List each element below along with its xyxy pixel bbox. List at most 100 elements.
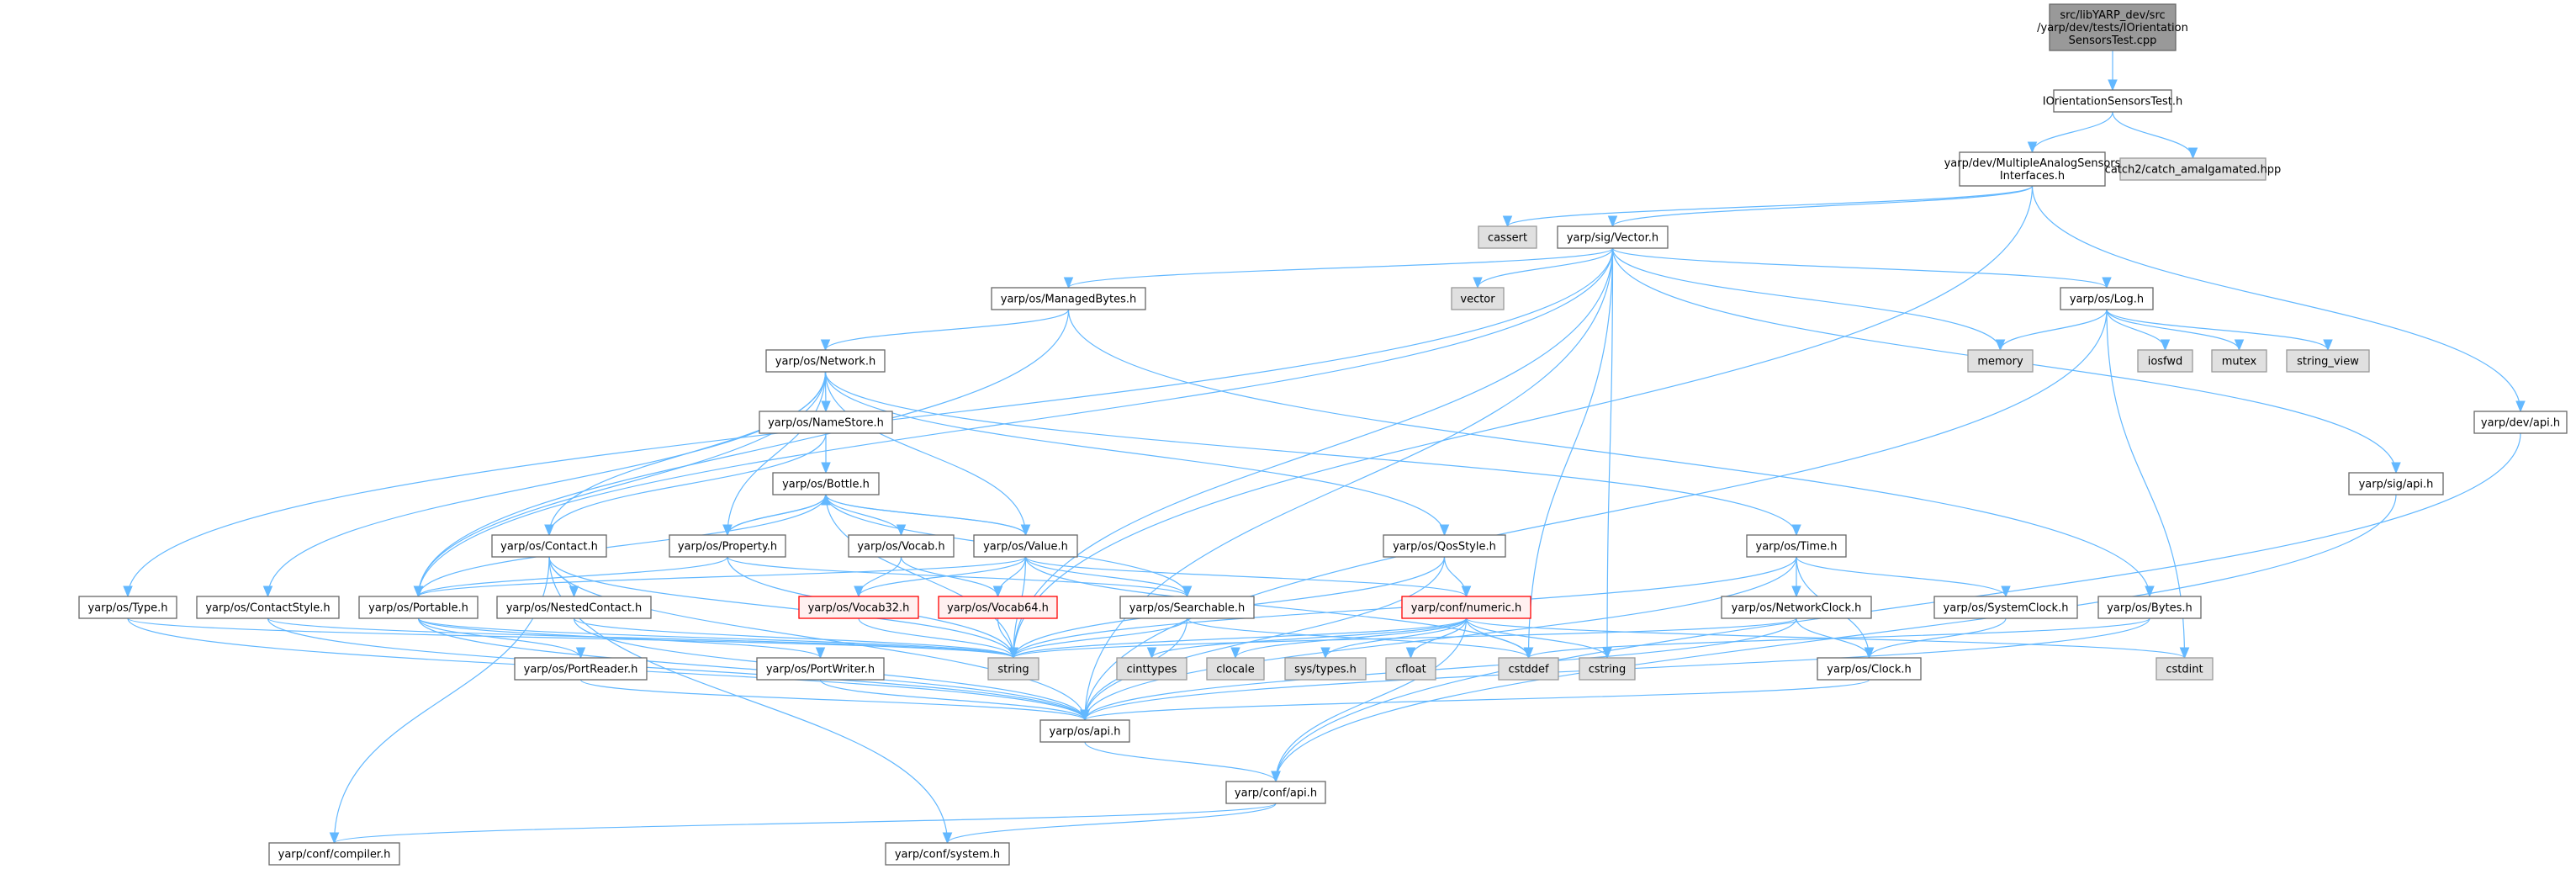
node-system[interactable]: yarp/conf/system.h bbox=[885, 842, 1010, 866]
node-sigapi[interactable]: yarp/sig/api.h bbox=[2348, 472, 2444, 495]
edge-sysclock-to-clock bbox=[1868, 617, 2007, 659]
node-cfloat[interactable]: cfloat bbox=[1385, 657, 1436, 681]
node-label: cstring bbox=[1589, 664, 1626, 676]
node-memory[interactable]: memory bbox=[1967, 349, 2034, 373]
node-qos[interactable]: yarp/os/QosStyle.h bbox=[1383, 534, 1506, 558]
node-label: cinttypes bbox=[1127, 664, 1177, 676]
edge-network-to-time bbox=[824, 371, 1797, 536]
node-sysclock[interactable]: yarp/os/SystemClock.h bbox=[1933, 596, 2078, 619]
node-label: yarp/os/Searchable.h bbox=[1129, 602, 1246, 615]
node-vector[interactable]: vector bbox=[1451, 287, 1505, 310]
arrowhead-icon bbox=[329, 832, 340, 845]
node-label: yarp/os/PortWriter.h bbox=[766, 664, 875, 676]
node-vocab32[interactable]: yarp/os/Vocab32.h bbox=[798, 596, 919, 619]
node-box bbox=[2053, 89, 2172, 113]
node-label: yarp/conf/system.h bbox=[895, 849, 1000, 861]
edge-managed-to-network bbox=[824, 309, 1070, 351]
node-type[interactable]: yarp/os/Type.h bbox=[78, 596, 177, 619]
node-box bbox=[196, 596, 340, 619]
node-vectorh[interactable]: yarp/sig/Vector.h bbox=[1557, 225, 1669, 249]
edge-portable-to-portreader bbox=[417, 617, 582, 659]
node-string[interactable]: string bbox=[987, 657, 1039, 681]
node-box bbox=[938, 596, 1058, 619]
node-box bbox=[1451, 287, 1505, 310]
node-label: yarp/os/Clock.h bbox=[1827, 664, 1911, 676]
edge-portable-to-osapi bbox=[417, 617, 1086, 721]
arrowhead-icon bbox=[2391, 462, 2401, 474]
node-mutex[interactable]: mutex bbox=[2211, 349, 2267, 373]
node-iost[interactable]: IOrientationSensorsTest.h bbox=[2043, 89, 2183, 113]
node-property[interactable]: yarp/os/Property.h bbox=[669, 534, 786, 558]
edge-property-to-bottle bbox=[727, 494, 827, 536]
node-portwriter[interactable]: yarp/os/PortWriter.h bbox=[756, 657, 885, 681]
arrowhead-icon bbox=[575, 647, 586, 660]
node-masi[interactable]: yarp/dev/MultipleAnalogSensorsInterfaces… bbox=[1944, 151, 2121, 187]
node-cstdint[interactable]: cstdint bbox=[2155, 657, 2214, 681]
node-devapi[interactable]: yarp/dev/api.h bbox=[2473, 411, 2568, 434]
node-box bbox=[2348, 472, 2444, 495]
node-string_view[interactable]: string_view bbox=[2286, 349, 2370, 373]
edge-numeric-to-string bbox=[1013, 617, 1468, 659]
node-confapi[interactable]: yarp/conf/api.h bbox=[1225, 781, 1326, 804]
node-vocab64[interactable]: yarp/os/Vocab64.h bbox=[938, 596, 1058, 619]
node-box bbox=[2060, 287, 2154, 310]
node-contactstyle[interactable]: yarp/os/ContactStyle.h bbox=[196, 596, 340, 619]
node-label: yarp/os/Time.h bbox=[1756, 541, 1838, 554]
edge-log-to-cstdint bbox=[2106, 309, 2186, 659]
node-cstddef[interactable]: cstddef bbox=[1498, 657, 1559, 681]
arrowhead-icon bbox=[1791, 524, 1801, 537]
arrowhead-icon bbox=[1080, 709, 1090, 722]
node-cstring[interactable]: cstring bbox=[1579, 657, 1636, 681]
node-box bbox=[1383, 534, 1506, 558]
edge-portable-to-string bbox=[417, 617, 1014, 659]
arrowhead-icon bbox=[2187, 147, 2198, 160]
node-numeric[interactable]: yarp/conf/numeric.h bbox=[1401, 596, 1531, 619]
node-clocale[interactable]: clocale bbox=[1206, 657, 1265, 681]
arrowhead-icon bbox=[1063, 277, 1074, 289]
node-portreader[interactable]: yarp/os/PortReader.h bbox=[514, 657, 648, 681]
node-clock[interactable]: yarp/os/Clock.h bbox=[1817, 657, 1922, 681]
edge-contactstyle-to-osapi bbox=[267, 617, 1086, 721]
node-box bbox=[1478, 225, 1537, 249]
node-root[interactable]: src/libYARP_dev/src/yarp/dev/tests/IOrie… bbox=[2037, 3, 2188, 51]
node-label: yarp/os/Bottle.h bbox=[782, 479, 870, 491]
arrowhead-icon bbox=[2515, 400, 2526, 413]
edge-netclock-to-osapi bbox=[1084, 617, 1797, 721]
node-searchable[interactable]: yarp/os/Searchable.h bbox=[1119, 596, 1255, 619]
node-netclock[interactable]: yarp/os/NetworkClock.h bbox=[1721, 596, 1872, 619]
arrowhead-icon bbox=[1008, 647, 1018, 660]
node-compiler[interactable]: yarp/conf/compiler.h bbox=[268, 842, 400, 866]
node-bottle[interactable]: yarp/os/Bottle.h bbox=[772, 472, 880, 495]
node-nested[interactable]: yarp/os/NestedContact.h bbox=[496, 596, 652, 619]
node-catch2[interactable]: catch2/catch_amalgamated.hpp bbox=[2105, 157, 2282, 181]
node-iosfwd[interactable]: iosfwd bbox=[2137, 349, 2193, 373]
node-cassert[interactable]: cassert bbox=[1478, 225, 1537, 249]
arrowhead-icon bbox=[1320, 647, 1330, 660]
node-namestore[interactable]: yarp/os/NameStore.h bbox=[759, 411, 893, 434]
node-network[interactable]: yarp/os/Network.h bbox=[765, 349, 886, 373]
node-box bbox=[2286, 349, 2370, 373]
node-vocab[interactable]: yarp/os/Vocab.h bbox=[848, 534, 955, 558]
node-bytes[interactable]: yarp/os/Bytes.h bbox=[2097, 596, 2202, 619]
node-log[interactable]: yarp/os/Log.h bbox=[2060, 287, 2154, 310]
node-value[interactable]: yarp/os/Value.h bbox=[973, 534, 1078, 558]
arrowhead-icon bbox=[1523, 647, 1534, 660]
node-managed[interactable]: yarp/os/ManagedBytes.h bbox=[991, 287, 1146, 310]
node-contact[interactable]: yarp/os/Contact.h bbox=[491, 534, 607, 558]
node-cinttypes[interactable]: cinttypes bbox=[1116, 657, 1187, 681]
node-box bbox=[848, 534, 955, 558]
node-label: yarp/os/Vocab32.h bbox=[808, 602, 910, 615]
edge-masi-to-vectorh bbox=[1611, 185, 2034, 227]
node-osapi[interactable]: yarp/os/api.h bbox=[1039, 719, 1130, 743]
node-label: yarp/sig/Vector.h bbox=[1567, 232, 1658, 245]
edge-vectorh-to-memory bbox=[1611, 247, 2002, 351]
node-box bbox=[1116, 657, 1187, 681]
edge-clock-to-osapi bbox=[1084, 679, 1870, 721]
node-box bbox=[1206, 657, 1265, 681]
node-portable[interactable]: yarp/os/Portable.h bbox=[358, 596, 479, 619]
node-label: IOrientationSensorsTest.h bbox=[2043, 96, 2183, 109]
edge-time-to-sysclock bbox=[1796, 556, 2007, 597]
edge-masi-to-devapi bbox=[2031, 185, 2521, 412]
node-systypes[interactable]: sys/types.h bbox=[1284, 657, 1367, 681]
node-time[interactable]: yarp/os/Time.h bbox=[1746, 534, 1847, 558]
